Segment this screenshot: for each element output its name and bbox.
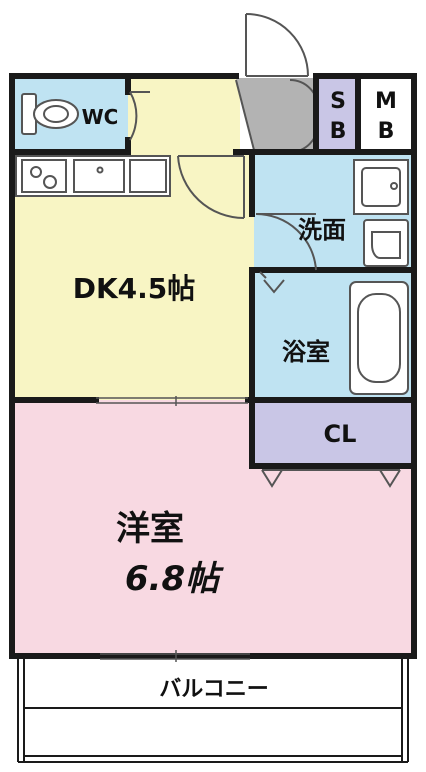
meter-box-label-b: B — [378, 119, 395, 144]
washroom-door — [255, 212, 317, 271]
sink-icon — [96, 166, 104, 174]
dk-label: DK4.5帖 — [73, 272, 196, 305]
wc-door — [129, 91, 150, 141]
balcony-window — [100, 650, 250, 662]
sliding-door-dk — [96, 396, 248, 406]
balcony-label: バルコニー — [159, 677, 269, 702]
western-label-line1: 洋室 — [116, 509, 184, 549]
bathtub-icon — [349, 281, 409, 395]
closet-label: CL — [324, 420, 357, 448]
balcony-rail — [17, 658, 409, 763]
bathroom-label: 浴室 — [282, 338, 330, 366]
bathroom-door-marks — [259, 271, 285, 294]
closet — [254, 400, 412, 466]
meter-box — [360, 78, 412, 150]
stove-icon — [30, 166, 57, 189]
closet-door-marks — [261, 469, 401, 488]
shoe-box — [318, 78, 358, 150]
toilet-icon — [21, 93, 79, 135]
western-label-line2: 6.8帖 — [125, 559, 224, 599]
kitchen-counter — [15, 155, 171, 197]
western-room — [14, 400, 412, 654]
shoe-box-label-s: S — [330, 89, 346, 114]
dk-door — [177, 155, 245, 220]
washroom-label: 洗面 — [298, 216, 346, 244]
meter-box-label-m: M — [375, 89, 397, 114]
wash-basin-icon — [363, 219, 409, 267]
entrance-floor — [236, 78, 318, 152]
wc-label: WC — [82, 105, 119, 129]
entrance-door — [245, 13, 309, 77]
hall-floor — [128, 78, 240, 152]
washing-machine-icon — [353, 159, 409, 215]
shoe-box-label-b: B — [330, 119, 347, 144]
walls — [9, 73, 417, 659]
